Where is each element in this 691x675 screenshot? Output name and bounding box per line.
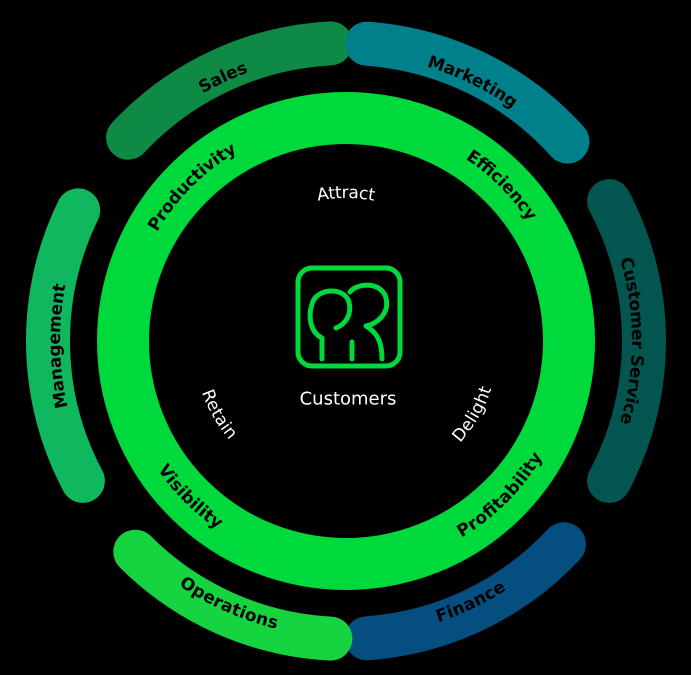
segment-finance xyxy=(344,522,586,661)
segment-customer-service xyxy=(587,179,666,503)
stage-label-attract: Attract xyxy=(316,183,377,206)
segment-marketing xyxy=(344,21,590,164)
center-label: Customers xyxy=(300,389,397,410)
values-ring xyxy=(97,92,595,590)
customers-icon xyxy=(295,265,403,369)
segment-operations xyxy=(113,529,353,661)
segment-management xyxy=(26,188,105,503)
segment-sales xyxy=(106,21,353,160)
